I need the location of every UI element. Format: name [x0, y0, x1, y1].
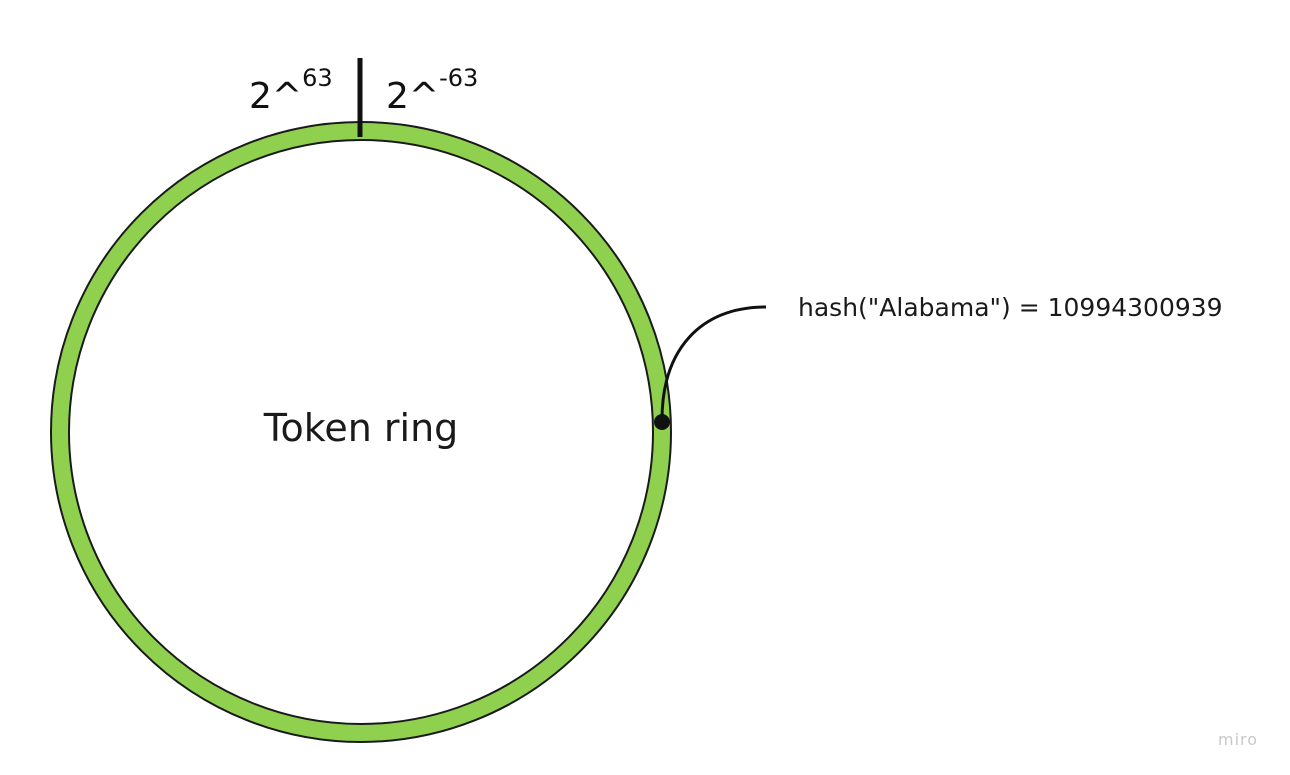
max-token-exponent: 63	[302, 64, 333, 92]
hash-connector	[660, 305, 767, 421]
miro-watermark: miro	[1218, 730, 1258, 749]
min-token-exponent: -63	[439, 64, 478, 92]
ring-inner	[68, 139, 654, 725]
token-ring	[50, 121, 672, 743]
ring-title: Token ring	[263, 406, 459, 450]
min-token-base: 2^	[386, 76, 439, 117]
token-point	[654, 414, 670, 430]
max-token-base: 2^	[249, 76, 302, 117]
hash-annotation: hash("Alabama") = 10994300939	[798, 293, 1223, 322]
min-token-label: 2^-63	[386, 64, 478, 117]
max-token-label: 2^63	[249, 64, 333, 117]
